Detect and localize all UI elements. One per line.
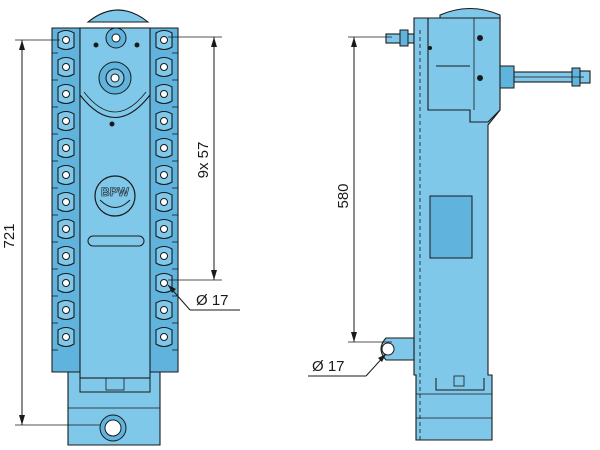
left-hole-row — [52, 29, 75, 351]
dim-hole-diameter-side: Ø 17 — [308, 353, 387, 377]
right-hole — [155, 164, 178, 189]
side-view: 580 Ø 17 — [308, 7, 591, 441]
side-bolt-2 — [477, 75, 483, 81]
dim-total-height: 721 — [1, 39, 100, 426]
right-hole — [155, 299, 178, 324]
right-hole — [155, 218, 178, 243]
right-hole — [155, 56, 178, 81]
right-hole — [155, 110, 178, 135]
crank-housing — [499, 65, 515, 89]
dim-total-height-label: 721 — [1, 223, 18, 248]
left-hole — [52, 29, 75, 54]
side-panel — [429, 195, 473, 259]
left-hole — [52, 326, 75, 351]
center-slot — [87, 235, 145, 247]
foot-step — [79, 378, 151, 393]
right-hole — [155, 245, 178, 270]
side-tab-hole — [381, 342, 395, 356]
dim-side-height-label: 580 — [335, 183, 352, 208]
bolt-2 — [134, 42, 140, 48]
bolt-3 — [109, 121, 115, 127]
top-dome — [86, 9, 150, 23]
left-hole — [52, 245, 75, 270]
right-hole — [155, 191, 178, 216]
side-bolt-1 — [477, 35, 483, 41]
left-hole — [52, 137, 75, 162]
dim-hole-pitch-label: 9x 57 — [195, 142, 212, 179]
left-shaft-collar — [399, 29, 409, 47]
front-view: BPW 721 9x 57 — [1, 9, 240, 446]
dim-hole-diameter-side-label: Ø 17 — [312, 358, 345, 375]
left-hole — [52, 110, 75, 135]
left-hole — [52, 218, 75, 243]
right-hole — [155, 326, 178, 351]
upper-shaft-hole — [111, 33, 121, 43]
dim-hole-diameter-front: Ø 17 — [167, 284, 240, 311]
left-hole — [52, 56, 75, 81]
dim-hole-diameter-front-label: Ø 17 — [196, 292, 229, 309]
side-foot-step — [435, 378, 485, 391]
bpw-logo: BPW — [94, 175, 136, 217]
bottom-pin-hole — [104, 419, 122, 437]
left-hole — [52, 299, 75, 324]
bpw-logo-text: BPW — [101, 185, 130, 199]
crank-shaft — [499, 65, 591, 89]
crank-shaft-hole — [110, 73, 120, 83]
right-hole — [155, 137, 178, 162]
foot-notch — [105, 377, 125, 391]
gear-housing-arc — [83, 91, 147, 113]
dim-hole-pitch: 9x 57 — [168, 36, 222, 281]
side-bolt-3 — [428, 46, 432, 50]
dim-side-height: 580 — [335, 36, 392, 343]
right-hole — [155, 83, 178, 108]
side-gearbox — [427, 17, 501, 123]
left-hole — [52, 272, 75, 297]
left-hole — [52, 83, 75, 108]
bolt-1 — [93, 42, 99, 48]
left-hole — [52, 191, 75, 216]
right-hole — [155, 29, 178, 54]
left-hole — [52, 164, 75, 189]
side-foot-notch — [453, 375, 465, 387]
right-hole-row — [155, 29, 178, 351]
